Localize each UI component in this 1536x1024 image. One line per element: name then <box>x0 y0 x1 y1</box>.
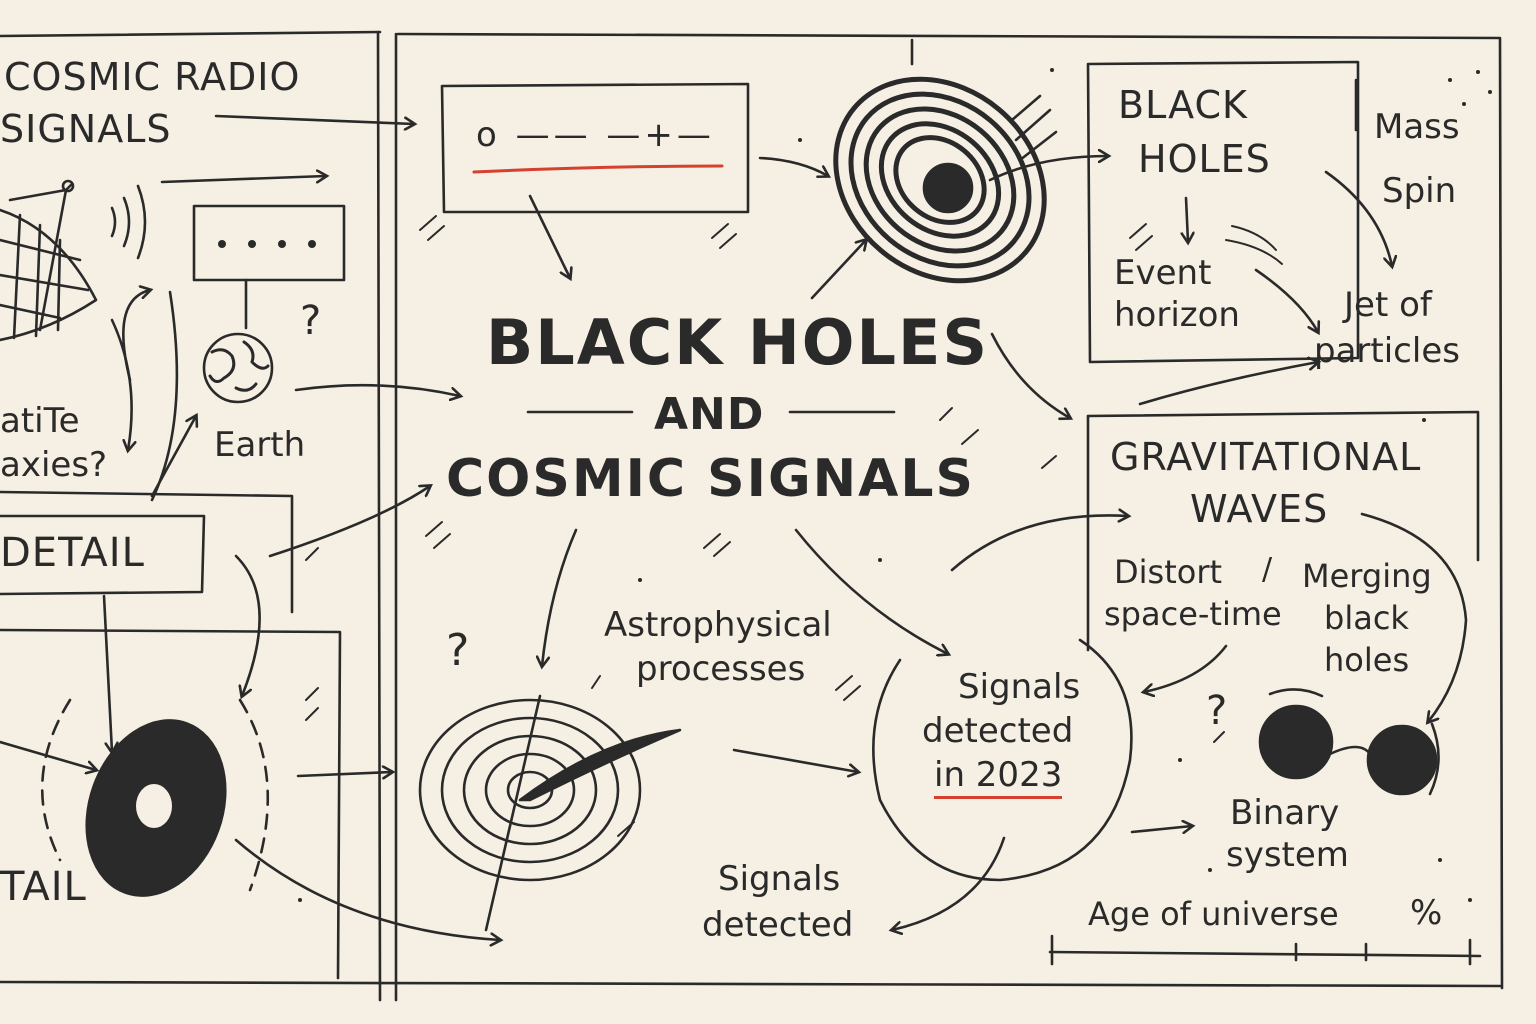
left-header-line-2: SIGNALS <box>0 107 172 151</box>
grav-waves-box <box>1086 410 1480 562</box>
signals-detected-line-2: detected <box>702 905 854 945</box>
percent-label: % <box>1410 893 1443 933</box>
astro-line-1: Astrophysical <box>604 605 832 645</box>
merging-line-2: black <box>1324 599 1409 637</box>
slash-divider: / <box>1262 552 1273 587</box>
dots-icon <box>218 240 316 248</box>
title-line-1: BLACK HOLES <box>486 306 989 379</box>
age-of-universe-label: Age of universe <box>1088 895 1339 933</box>
signals-2023-line-2: detected <box>922 711 1074 751</box>
jet-line-1: Jet of <box>1344 285 1432 325</box>
gw-header-line-2: WAVES <box>1190 487 1329 531</box>
left-mid-line <box>0 490 294 614</box>
center-question-mark: ? <box>446 625 470 676</box>
signals-2023-line-1: Signals <box>958 667 1081 707</box>
right-question-mark: ? <box>1206 688 1228 734</box>
signal-box-underline <box>472 164 724 174</box>
left-inner-box <box>0 628 342 980</box>
dots-box <box>192 204 346 282</box>
black-hole-lower-left-icon <box>40 698 270 897</box>
event-line-2: horizon <box>1114 295 1240 335</box>
title-line-2: COSMIC SIGNALS <box>446 449 976 509</box>
distort-line-2: space-time <box>1104 595 1282 633</box>
detail-tag-box <box>0 514 206 596</box>
astro-line-2: processes <box>636 649 806 689</box>
spin-label: Spin <box>1382 171 1457 211</box>
left-column-divider <box>376 30 398 1002</box>
signals-2023-line-3: in 2023 <box>934 757 1063 799</box>
left-question-mark: ? <box>300 298 322 344</box>
left-partial-line-1: atiTe <box>0 401 80 441</box>
binary-line-1: Binary <box>1230 793 1340 833</box>
signals-detected-line-1: Signals <box>718 859 841 899</box>
dish-antenna-icon <box>0 179 147 342</box>
detail-tag: DETAIL <box>0 530 145 576</box>
binary-black-holes-icon <box>1258 688 1440 796</box>
mass-label: Mass <box>1374 107 1460 147</box>
binary-line-2: system <box>1226 835 1349 875</box>
bh-header-line-1: BLACK <box>1118 83 1248 127</box>
outer-frame <box>0 30 1504 990</box>
gw-header-line-1: GRAVITATIONAL <box>1110 435 1422 479</box>
signals-2023-circle <box>872 638 1133 882</box>
left-header-line-1: COSMIC RADIO <box>4 55 301 99</box>
left-partial-line-2: axies? <box>0 445 108 485</box>
black-holes-box <box>1086 60 1360 364</box>
title-conjunction: AND <box>654 389 765 440</box>
jet-line-2: particles <box>1314 331 1460 371</box>
signal-rings-icon <box>418 694 682 932</box>
bh-header-line-2: HOLES <box>1138 137 1271 181</box>
signal-code: o —— —+— <box>476 115 715 155</box>
earth-label: Earth <box>214 425 306 465</box>
detail-tag-lower: TAIL <box>0 864 87 910</box>
accretion-disk-icon <box>833 76 1058 284</box>
merging-line-3: holes <box>1324 641 1410 679</box>
distort-line-1: Distort <box>1114 553 1223 591</box>
earth-icon <box>202 332 274 404</box>
merging-line-1: Merging <box>1302 557 1432 595</box>
signal-box <box>440 82 750 214</box>
event-line-1: Event <box>1114 253 1212 293</box>
speckle-dots <box>298 68 1492 902</box>
age-axis <box>1048 950 1482 958</box>
